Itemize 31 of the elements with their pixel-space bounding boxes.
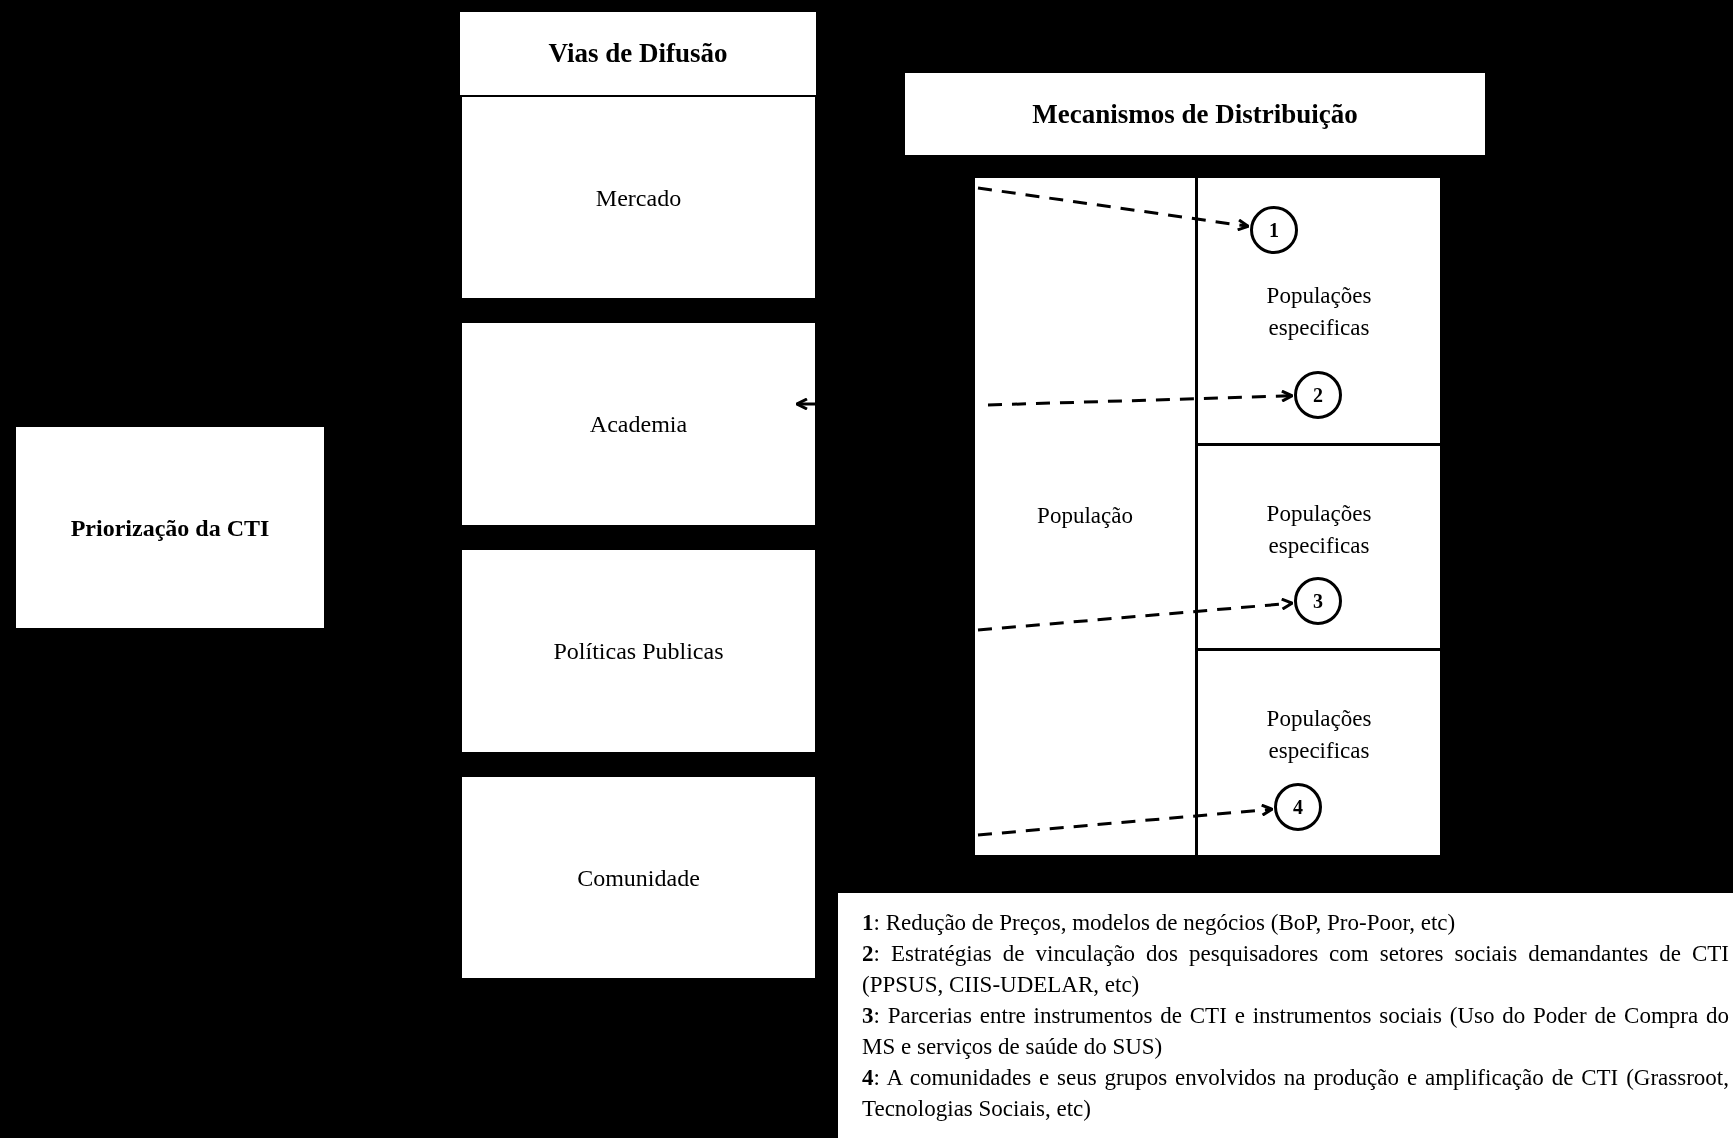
box-label: Mercado xyxy=(595,183,682,213)
dashed-arrow xyxy=(987,389,1294,407)
box-label: Academia xyxy=(589,410,688,439)
box-label: Priorização da CTI xyxy=(70,513,270,543)
heading-text: Mecanismos de Distribuição xyxy=(1032,97,1358,131)
category-box xyxy=(462,97,815,298)
category-box xyxy=(462,323,815,525)
category-box xyxy=(462,777,815,978)
legend-entry: 1: Redução de Preços, modelos de negócios (BoP, Pro-Poor, etc) xyxy=(862,909,1457,937)
legend-entry: 2: Estratégias de vinculação dos pesquisadores com setores sociais demandantes de CTI (PPSUS, CIIS-UDELAR, etc) xyxy=(862,940,1729,999)
dashed-arrow xyxy=(977,803,1274,837)
header-box xyxy=(460,12,816,95)
dashed-arrow xyxy=(977,597,1294,632)
cell-label: Populações especificas xyxy=(1265,705,1373,765)
population-cell xyxy=(1198,178,1440,443)
legend-entry: 3: Parcerias entre instrumentos de CTI e instrumentos sociais (Uso do Poder de Compra do MS e serviços de saúde do SUS) xyxy=(862,1002,1729,1061)
cell-label: Populações especificas xyxy=(1265,282,1373,342)
heading-text: Vias de Difusão xyxy=(548,37,728,71)
dashed-arrow xyxy=(977,186,1250,232)
cell-label: Populações especificas xyxy=(1265,500,1373,560)
category-box xyxy=(16,427,324,628)
population-cell xyxy=(1198,651,1440,855)
box-label: Políticas Publicas xyxy=(553,637,724,666)
column-label: População xyxy=(1037,502,1133,531)
legend-box xyxy=(838,893,1733,1138)
legend-entry: 4: A comunidades e seus grupos envolvidos na produção e amplificação de CTI (Grassroot, Tecnologias Sociais, etc) xyxy=(862,1064,1729,1123)
population-column xyxy=(975,178,1195,855)
header-box xyxy=(905,73,1485,155)
box-label: Comunidade xyxy=(577,863,700,893)
category-box xyxy=(462,550,815,752)
population-cell xyxy=(1198,446,1440,648)
